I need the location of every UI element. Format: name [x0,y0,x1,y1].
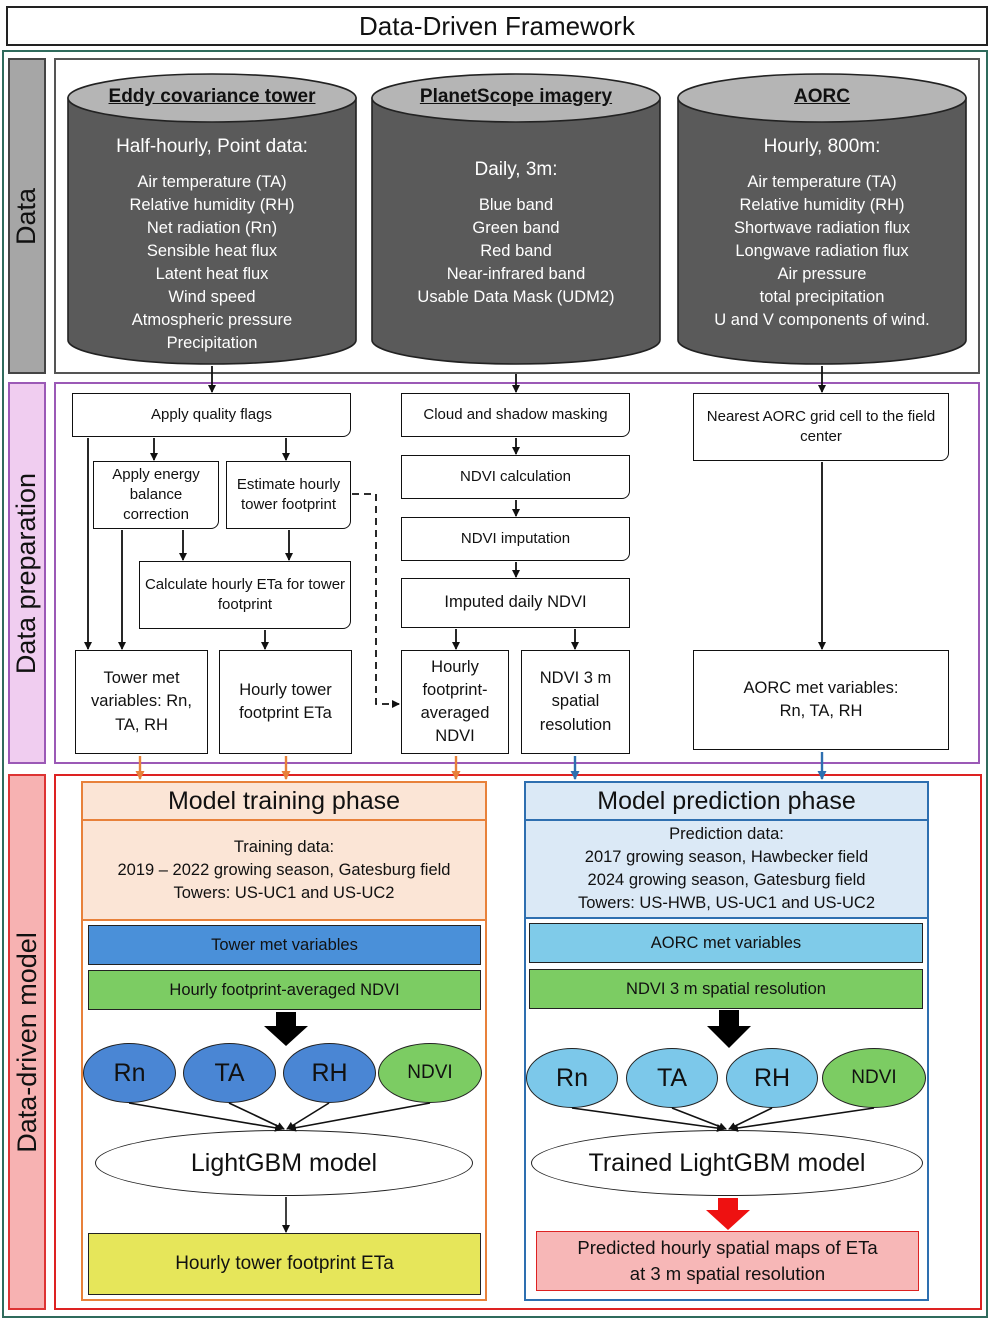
training-data-lines: Training data: 2019 – 2022 growing season… [118,836,451,905]
list-item: Latent heat flux [155,265,269,283]
box-aorc-met-line1: AORC met variables: [743,678,899,697]
prediction-model: Trained LightGBM model [531,1130,923,1196]
list-item: Sensible heat flux [146,242,278,260]
list-item: Red band [480,242,552,260]
list-item: 2017 growing season, Hawbecker field [584,848,869,866]
source-aorc-title: AORC [794,86,850,107]
training-data: Training data: 2019 – 2022 growing season… [81,821,487,921]
prep-panel [54,382,980,764]
prediction-title: Model prediction phase [524,781,929,821]
source-aorc: AORC Hourly, 800m: Air temperature (TA) R… [678,70,966,370]
prep-arrows [84,366,826,708]
prediction-block-arrow [707,1010,751,1048]
list-item: Air temperature (TA) [137,173,287,191]
prediction-input-ndvi: NDVI [822,1048,926,1108]
list-item: 2019 – 2022 growing season, Gatesburg fi… [117,860,451,879]
box-calc-eta: Calculate hourly ETa for tower footprint [139,561,351,629]
list-item: Prediction data: [669,825,784,843]
prediction-data: Prediction data: 2017 growing season, Haw… [524,821,929,919]
cylinder-aorc [677,73,967,365]
list-item: total precipitation [759,288,885,306]
framework-title: Data-Driven Framework [6,6,988,46]
training-model: LightGBM model [95,1130,473,1196]
prediction-bar-aorc-met: AORC met variables [529,923,923,963]
list-item: Blue band [478,196,554,214]
list-item: Wind speed [168,288,256,306]
training-block-arrow [264,1012,308,1046]
prediction-output-line1: Predicted hourly spatial maps of ETa [577,1237,878,1258]
box-ndvi-daily: Imputed daily NDVI [401,578,630,628]
box-ndvi-calc: NDVI calculation [401,455,630,499]
prediction-input-rn: Rn [526,1048,618,1108]
list-item: 2024 growing season, Gatesburg field [587,871,866,889]
list-item: Usable Data Mask (UDM2) [417,288,615,306]
prediction-input-rh: RH [726,1048,818,1108]
source-aorc-subtitle: Hourly, 800m: [763,136,881,157]
box-tower-eta: Hourly tower footprint ETa [219,650,352,754]
box-tower-met: Tower met variables: Rn, TA, RH [75,650,208,754]
prediction-red-arrow [706,1198,750,1230]
box-ndvi-avg: Hourly footprint-averaged NDVI [401,650,509,754]
model-panel [54,774,982,1310]
list-item: Air pressure [777,265,867,283]
training-bar-ndvi: Hourly footprint-averaged NDVI [88,970,481,1010]
list-item: Precipitation [166,334,258,352]
list-item: Towers: US-UC1 and US-UC2 [173,883,395,902]
prediction-output-line2: at 3 m spatial resolution [629,1263,826,1284]
box-cloud-mask: Cloud and shadow masking [401,393,630,437]
box-aorc-met-line2: Rn, TA, RH [779,702,863,720]
training-title: Model training phase [81,781,487,821]
section-label-data: Data [8,58,46,374]
training-input-rn: Rn [83,1043,176,1103]
box-aorc-met: AORC met variables: Rn, TA, RH [693,650,949,750]
list-item: U and V components of wind. [714,311,930,329]
prediction-input-ta: TA [626,1048,718,1108]
list-item: Air temperature (TA) [747,173,897,191]
training-input-ndvi: NDVI [378,1043,482,1103]
list-item: Relative humidity (RH) [739,196,905,214]
list-item: Training data: [233,837,335,856]
section-label-prep: Data preparation [8,382,46,764]
training-input-rh: RH [283,1043,376,1103]
prediction-bar-ndvi: NDVI 3 m spatial resolution [529,969,923,1009]
source-planet-subtitle: Daily, 3m: [474,159,558,180]
source-planet: PlanetScope imagery Daily, 3m: Blue band… [372,70,660,370]
list-item: Near-infrared band [446,265,586,283]
cylinder-planet [371,73,661,365]
list-item: Longwave radiation flux [735,242,909,260]
source-aorc-list: Air temperature (TA) Relative humidity (R… [678,171,966,332]
source-eddy-title: Eddy covariance tower [108,86,316,107]
source-eddy: Eddy covariance tower Half-hourly, Point… [68,70,356,370]
phase-arrows [135,752,827,780]
source-eddy-list: Air temperature (TA) Relative humidity (R… [68,171,356,355]
box-ndvi-imputation: NDVI imputation [401,517,630,561]
list-item: Towers: US-HWB, US-UC1 and US-UC2 [577,894,876,912]
box-aorc-cell: Nearest AORC grid cell to the field cent… [693,393,949,461]
list-item: Green band [472,219,560,237]
list-item: Relative humidity (RH) [129,196,295,214]
section-label-model: Data-driven model [8,774,46,1310]
cylinder-eddy [67,73,357,365]
data-panel [54,58,980,374]
list-item: Net radiation (Rn) [146,219,278,237]
box-footprint: Estimate hourly tower footprint [226,461,351,529]
box-quality-flags: Apply quality flags [72,393,351,437]
training-bar-tower-met: Tower met variables [88,925,481,965]
source-planet-title: PlanetScope imagery [419,86,613,107]
training-output: Hourly tower footprint ETa [88,1233,481,1295]
list-item: Shortwave radiation flux [733,219,911,237]
source-eddy-subtitle: Half-hourly, Point data: [116,136,308,157]
model-input-lines [128,1102,875,1233]
prediction-data-lines: Prediction data: 2017 growing season, Haw… [578,823,875,915]
list-item: Atmospheric pressure [131,311,293,329]
box-energy-balance: Apply energy balance correction [93,461,219,529]
outer-frame [2,50,988,1318]
box-ndvi-3m: NDVI 3 m spatial resolution [521,650,630,754]
prediction-output: Predicted hourly spatial maps of ETa at … [536,1231,919,1291]
